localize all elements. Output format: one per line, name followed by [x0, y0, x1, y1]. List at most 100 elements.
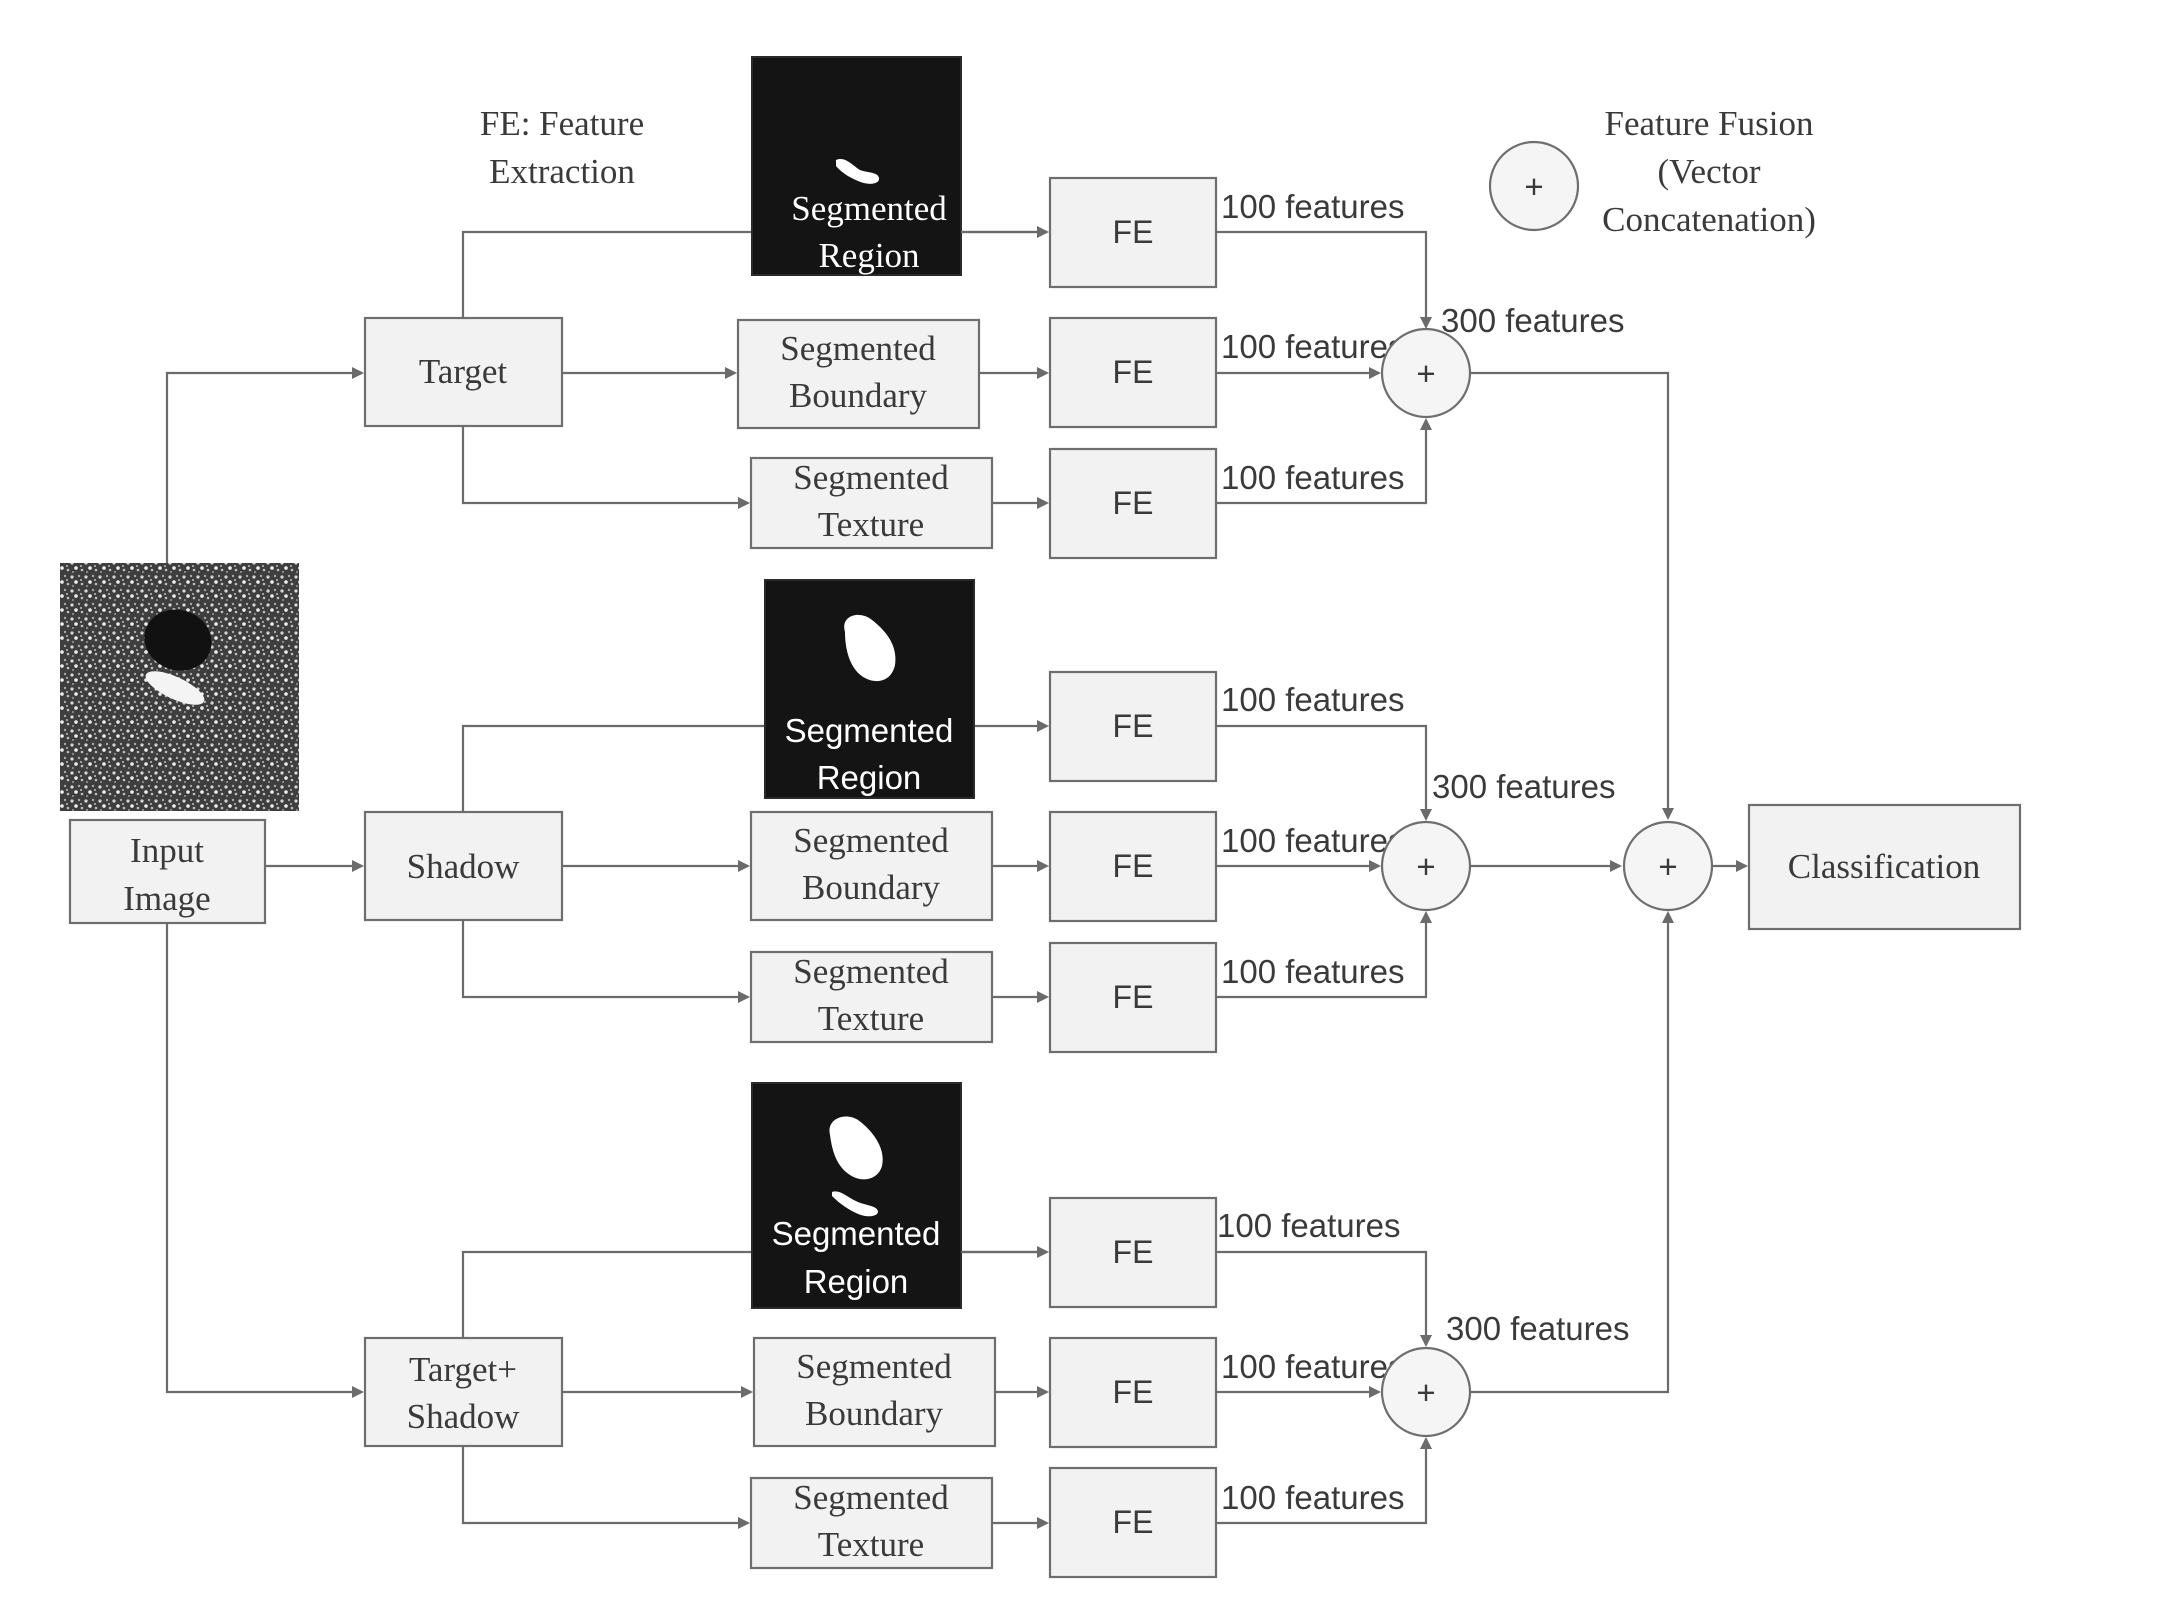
input-image-box [68, 818, 267, 925]
target-shadow-label-1: Target+ [409, 1350, 517, 1389]
target-boundary-box [736, 318, 981, 430]
shadow-boundary-label-2: Boundary [802, 868, 941, 907]
shadow-fusion-plus: + [1416, 848, 1435, 885]
arrow-target-shadow-region-to-fusion [1216, 1250, 1432, 1347]
shadow-texture-label-1: Segmented [793, 952, 949, 991]
shadow-fe-texture-label: FE [1113, 979, 1154, 1015]
target-shadow-feat-texture: 100 features [1221, 1479, 1404, 1516]
target-region-blob [836, 159, 880, 184]
target-feat-boundary: 100 features [1221, 328, 1404, 365]
arrow-target-to-final-fusion [1470, 371, 1674, 820]
fe-note-line-2: Extraction [489, 152, 635, 191]
target-fe-boundary-label: FE [1113, 354, 1154, 390]
arrow-input-to-target [165, 367, 364, 563]
target-shadow-label-2: Shadow [407, 1397, 521, 1436]
arrow-target-texture [461, 426, 750, 509]
target-shadow-boundary-label-2: Boundary [805, 1394, 944, 1433]
input-label-line-2: Image [123, 879, 210, 918]
final-stage: + Classification [1622, 803, 2022, 931]
final-fusion-plus: + [1658, 848, 1677, 885]
target-shadow-feat-total: 300 features [1446, 1310, 1629, 1347]
arrow-shadow-texture [461, 920, 750, 1003]
fusion-note-line-2: (Vector [1657, 152, 1760, 191]
arrow-target-region-to-fusion [1216, 230, 1432, 329]
target-shadow-feat-region: 100 features [1217, 1207, 1400, 1244]
fe-note-line-1: FE: Feature [480, 104, 644, 143]
target-region-label-1: Segmented [791, 189, 947, 228]
shadow-region-label-1: Segmented [785, 712, 954, 749]
arrow-target-shadow-texture [461, 1446, 750, 1529]
target-shadow-fe-texture-label: FE [1113, 1504, 1154, 1540]
fusion-legend: + Feature Fusion (Vector Concatenation) [1488, 104, 1816, 239]
arrow-input-to-target-shadow [165, 923, 364, 1398]
classification-box [1747, 803, 2022, 931]
target-shadow-feat-boundary: 100 features [1221, 1348, 1404, 1385]
target-region-label-2: Region [818, 236, 919, 275]
target-shadow-boundary-box [752, 1336, 997, 1448]
shadow-fe-boundary [1048, 810, 1218, 923]
target-label: Target [419, 352, 508, 391]
fusion-legend-symbol [1488, 140, 1580, 232]
shadow-boundary-box [749, 810, 994, 922]
classification-label: Classification [1788, 847, 1980, 886]
target-fe-region-label: FE [1113, 214, 1154, 250]
shadow-feat-total: 300 features [1432, 768, 1615, 805]
arrow-shadow-region-to-fusion [1216, 724, 1432, 821]
target-feat-texture: 100 features [1221, 459, 1404, 496]
target-shadow-fe-boundary [1048, 1336, 1218, 1449]
fusion-note-line-3: Concatenation) [1602, 200, 1816, 239]
target-boundary-label-1: Segmented [780, 329, 936, 368]
target-shadow-texture-label-2: Texture [818, 1525, 924, 1564]
branch-shadow: Shadow Segmented Region Segmented Bounda… [363, 579, 1622, 1054]
target-fusion-plus: + [1416, 355, 1435, 392]
fe-legend-note: FE: Feature Extraction [480, 104, 644, 191]
target-shadow-region-blob-2 [832, 1191, 878, 1217]
shadow-region-label-2: Region [817, 759, 922, 796]
branch-target-shadow: Target+ Shadow Segmented Region Segmente… [363, 911, 1674, 1579]
shadow-region-image [764, 579, 975, 799]
shadow-region-blob [844, 614, 896, 682]
shadow-fe-texture [1048, 941, 1218, 1054]
input-image-panel: Input Image [60, 563, 299, 925]
target-shadow-texture-label-1: Segmented [793, 1478, 949, 1517]
shadow-texture-box [749, 950, 994, 1044]
shadow-fe-region-label: FE [1113, 708, 1154, 744]
shadow-label: Shadow [407, 847, 521, 886]
target-fe-texture [1048, 447, 1218, 560]
sar-shadow-blob [144, 609, 212, 671]
target-fe-texture-label: FE [1113, 485, 1154, 521]
shadow-texture-label-2: Texture [818, 999, 924, 1038]
shadow-fe-region [1048, 670, 1218, 783]
target-shadow-region-label-2: Region [804, 1263, 909, 1300]
branch-target: Target Segmented Region Segmented Bounda… [363, 56, 1674, 820]
target-texture-label-2: Texture [818, 505, 924, 544]
target-shadow-fusion-plus: + [1416, 1374, 1435, 1411]
arrow-target-texture-to-fusion [1216, 418, 1432, 505]
sar-target-blob [145, 671, 205, 705]
target-shadow-fe-region [1048, 1196, 1218, 1309]
shadow-box [363, 810, 564, 922]
shadow-boundary-label-1: Segmented [793, 821, 949, 860]
shadow-feat-boundary: 100 features [1221, 822, 1404, 859]
target-fe-region [1048, 176, 1218, 289]
arrow-shadow-texture-to-fusion [1216, 911, 1432, 999]
shadow-feat-texture: 100 features [1221, 953, 1404, 990]
arrow-target-shadow-to-final-fusion [1470, 911, 1674, 1394]
target-feat-total: 300 features [1441, 302, 1624, 339]
target-boundary-label-2: Boundary [789, 376, 928, 415]
target-feat-region: 100 features [1221, 188, 1404, 225]
shadow-fe-boundary-label: FE [1113, 848, 1154, 884]
target-shadow-fe-boundary-label: FE [1113, 1374, 1154, 1410]
target-shadow-fe-texture [1048, 1466, 1218, 1579]
target-texture-label-1: Segmented [793, 458, 949, 497]
target-shadow-fe-region-label: FE [1113, 1234, 1154, 1270]
target-shadow-region-blob [829, 1116, 883, 1180]
target-shadow-region-label-1: Segmented [772, 1215, 941, 1252]
shadow-feat-region: 100 features [1221, 681, 1404, 718]
fusion-legend-plus: + [1524, 168, 1543, 205]
input-label-line-1: Input [130, 831, 204, 870]
target-shadow-boundary-label-1: Segmented [796, 1347, 952, 1386]
arrow-target-shadow-texture-to-fusion [1216, 1437, 1432, 1525]
target-region-image [751, 56, 962, 276]
